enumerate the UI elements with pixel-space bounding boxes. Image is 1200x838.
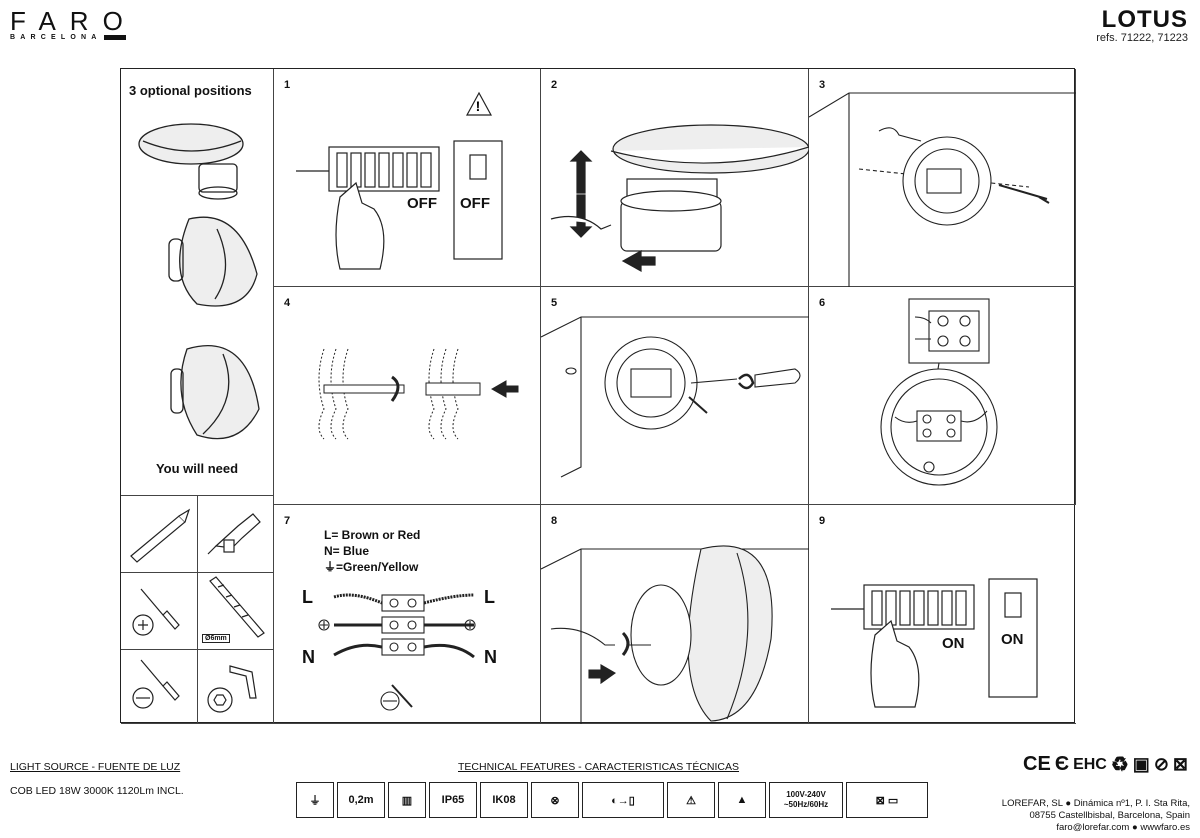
step-1: 1 ! OFF OFF [274,69,541,287]
step-number: 4 [284,297,291,309]
off-label-breaker: OFF [407,195,437,212]
product-header: LOTUS refs. 71222, 71223 [1096,6,1188,44]
screw-plate-illustration [541,316,809,478]
step-7: 7 L= Brown or Red N= Blue ⏚=Green/Yellow [274,505,541,724]
step-2: 2 [541,69,809,287]
legend-neutral: N= Blue [324,544,370,558]
drill-size-label: Ø6mm [202,634,230,643]
voltage-box: 100V-240V~50Hz/60Hz [769,782,843,818]
drill-wall-illustration [318,348,519,440]
ik-rating: IK08 [480,782,528,818]
earth-icon: ⏚ [296,782,334,818]
on-label-breaker: ON [942,635,965,652]
recycle-icon: ♻ [1110,754,1129,776]
brand-logo: FARO BARCELONA [10,8,137,41]
positions-panel: 3 optional positions You will need [121,69,274,496]
flat-screwdriver-icon [132,659,180,709]
step-number: 9 [819,515,826,527]
wiring-diagram-illustration [318,593,476,711]
step-number: 5 [551,297,558,309]
positions-title: 3 optional positions [129,83,252,98]
legend-earth: ⏚=Green/Yellow [324,560,419,574]
svg-text:!: ! [476,98,481,114]
light-source-title: LIGHT SOURCE - FUENTE DE LUZ [10,761,181,773]
tech-features-title: TECHNICAL FEATURES - CARACTERISTICAS TÉC… [458,761,740,773]
brand-sub: BARCELONA [10,34,137,41]
certification-marks: CE Є EHC ♻ ▣ ⊘ ⊠ [1023,752,1188,777]
tool-phillips [121,573,198,650]
pencil-icon [130,508,191,563]
step-number: 1 [284,79,291,91]
no-insulation-icon: ⊘ [1153,754,1169,774]
step-9: 9 ON ON [809,505,1076,724]
wiring-closeup-illustration [880,298,998,486]
label-n-left: N [302,647,315,667]
tool-drill-bit: Ø6mm [198,573,274,650]
lamp-positions-illustration [138,123,260,440]
company-address: LOREFAR, SL ● Dinámica nº1, P. I. Sta Ri… [1001,798,1190,833]
replace-bulb-icon: ◐→▯ [582,782,664,818]
step-5: 5 [541,287,809,505]
drill-icon [207,513,261,555]
legend-live: L= Brown or Red [324,528,421,542]
step-number: 7 [284,515,291,527]
step-number: 2 [551,79,558,91]
class-icon: ▥ [388,782,426,818]
remove-base-illustration [550,124,809,273]
breaker-on-illustration [831,578,1038,708]
step-number: 6 [819,297,826,309]
brand-name: FARO [10,6,137,36]
euro-mark: Є [1054,753,1070,775]
on-label-switch: ON [1001,631,1024,648]
step-6: 6 [809,287,1076,505]
label-l-right: L [484,587,495,607]
mount-plate-illustration [809,92,1076,287]
step-4: 4 [274,287,541,505]
product-refs: refs. 71222, 71223 [1096,32,1188,44]
off-label-switch: OFF [460,195,490,212]
weee-bin-icon: ⊠ [1172,754,1188,774]
product-name: LOTUS [1101,6,1188,33]
you-will-need-label: You will need [155,461,239,476]
phillips-screwdriver-icon [132,588,180,636]
cleaning-icon: ⊠ ▭ [846,782,928,818]
label-n-right: N [484,647,497,667]
step-8: 8 [541,505,809,724]
tool-pencil [121,496,198,573]
tool-allen [198,650,274,724]
light-source-text: COB LED 18W 3000K 1120Lm INCL. [10,785,184,797]
step-3: 3 [809,69,1076,287]
tool-drill [198,496,274,573]
eac-mark: EHC [1073,755,1107,773]
step-number: 8 [551,515,558,527]
tool-flat [121,650,198,724]
instructions-grid: 3 optional positions You will need [120,68,1076,724]
label-l-left: L [302,587,313,607]
attach-lamp-illustration [541,545,809,724]
breaker-off-illustration: ! [296,91,503,270]
ip-rating: IP65 [429,782,477,818]
tech-icons: ⏚ 0,2m ▥ IP65 IK08 ⊗ ◐→▯ ⚠ ▲ 100V-240V~5… [296,782,928,818]
step-number: 3 [819,79,826,91]
distance-icon: 0,2m [337,782,385,818]
ce-mark: CE [1023,753,1051,775]
no-cover-icon: ⊗ [531,782,579,818]
wire-legend: L= Brown or Red N= Blue ⏚=Green/Yellow [324,527,420,575]
esd-icon: ▲ [718,782,766,818]
drill-bit-icon [209,576,265,638]
allen-key-icon [207,665,257,713]
recycle-box-icon: ▣ [1132,754,1150,774]
warning-heat-icon: ⚠ [667,782,715,818]
